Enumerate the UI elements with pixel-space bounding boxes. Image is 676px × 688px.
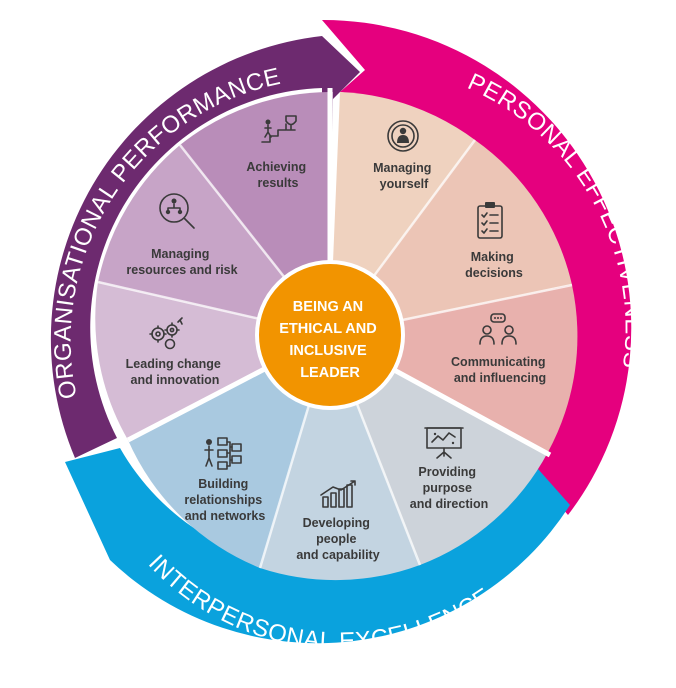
center-label: BEING AN ETHICAL AND INCLUSIVE LEADER <box>279 299 381 381</box>
segment-providing-purpose <box>330 335 548 565</box>
person-circle-icon <box>387 120 419 152</box>
segment-label-leading-change: Leading change and innovation <box>126 357 225 387</box>
network-person-icon <box>204 437 242 470</box>
segment-label-managing-yourself: Managing yourself <box>373 161 435 191</box>
segment-label-developing-people: Developing people and capability <box>296 516 379 562</box>
ring-organisational <box>50 36 360 458</box>
segment-label-communicating: Communicating and influencing <box>451 355 549 385</box>
segment-label-providing-purpose: Providing purpose and direction <box>410 465 488 511</box>
segment-building-relationships <box>128 335 330 568</box>
stairs-trophy-icon <box>261 115 297 143</box>
segment-label-making-decisions: Making decisions <box>465 250 523 280</box>
people-speech-icon <box>479 313 517 345</box>
center-circle <box>255 260 405 410</box>
gears-icon <box>149 317 183 350</box>
segment-developing-people <box>260 335 420 581</box>
segment-label-building-relationships: Building relationships and networks <box>184 477 265 523</box>
segment-label-achieving-results: Achieving results <box>246 160 309 190</box>
presentation-board-icon <box>424 427 464 459</box>
segment-making-decisions <box>330 140 572 335</box>
segment-label-managing-resources: Managing resources and risk <box>126 247 237 277</box>
magnifier-org-chart-icon <box>159 193 195 229</box>
ring-interpersonal <box>65 448 570 644</box>
growth-chart-icon <box>320 480 356 508</box>
clipboard-checklist-icon <box>477 202 503 239</box>
segment-leading-change <box>95 282 330 440</box>
